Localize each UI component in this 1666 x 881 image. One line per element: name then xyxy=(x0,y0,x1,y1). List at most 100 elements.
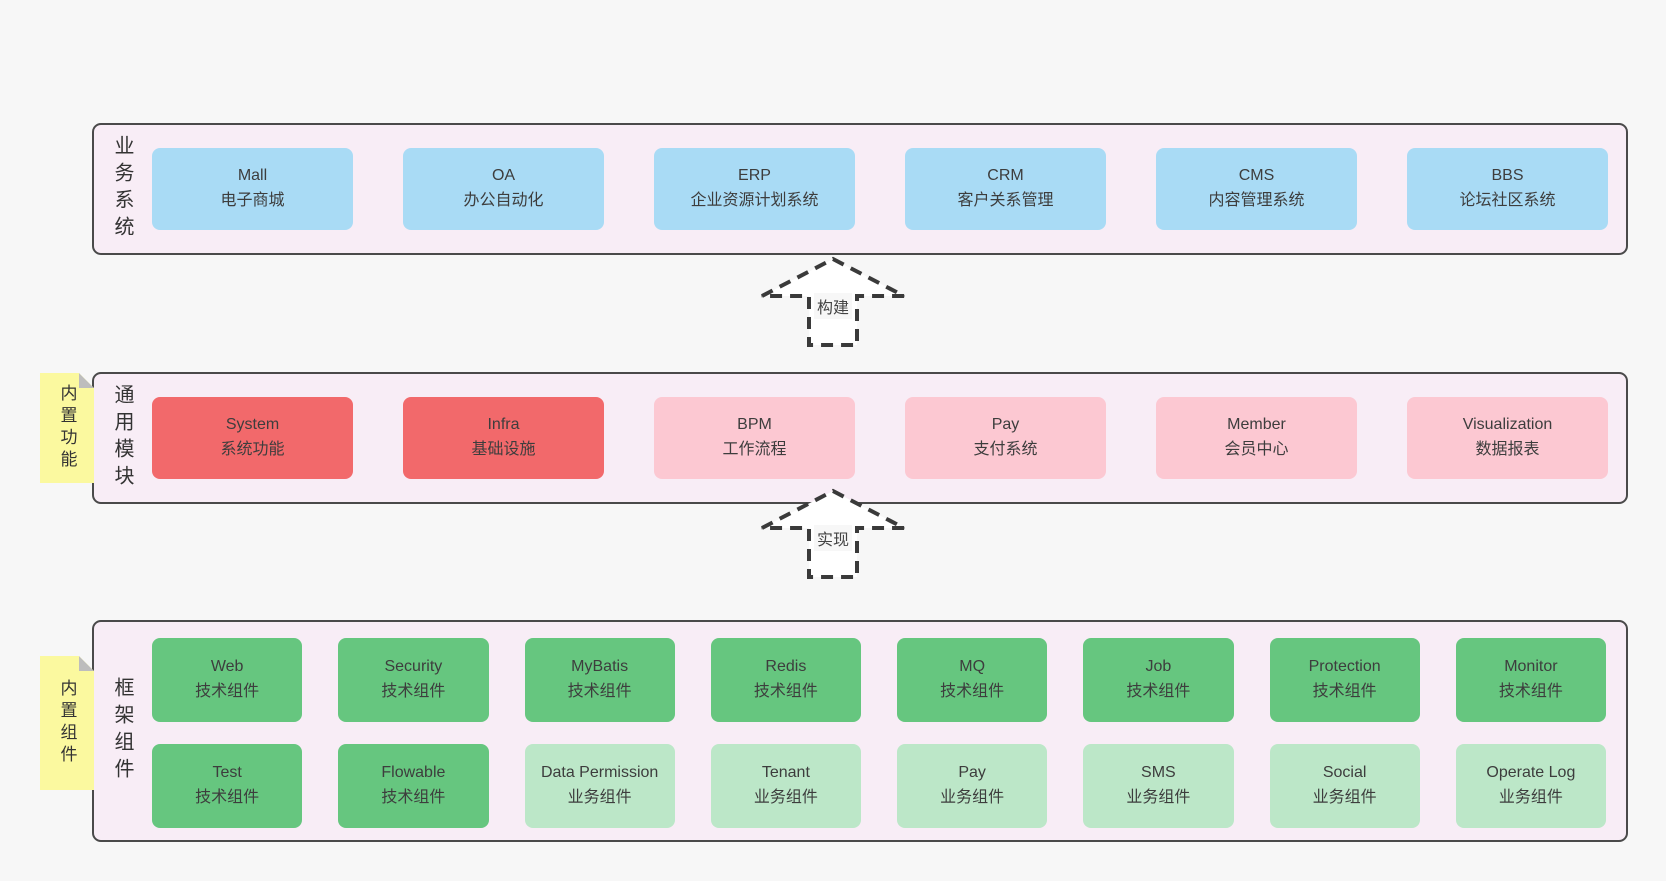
common-modules-label: 通用模块 xyxy=(111,384,133,492)
implement-arrow-row: 实现 xyxy=(0,488,1666,580)
common-modules-label-col: 通用模块 xyxy=(94,374,150,502)
business-systems-label-col: 业务系统 xyxy=(94,125,150,253)
box-subtitle: 业务组件 xyxy=(753,789,818,806)
box-job: Job 技术组件 xyxy=(1083,638,1234,722)
box-title: SMS xyxy=(1141,764,1176,782)
framework-components-grid: Web 技术组件 Security 技术组件 MyBatis 技术组件 Redi… xyxy=(150,622,1626,840)
box-title: BPM xyxy=(737,416,772,434)
box-title: Operate Log xyxy=(1486,764,1576,782)
implement-arrow-label: 实现 xyxy=(813,525,853,551)
box-subtitle: 技术组件 xyxy=(381,683,446,700)
box-test: Test 技术组件 xyxy=(152,744,303,828)
box-security: Security 技术组件 xyxy=(338,638,489,722)
box-subtitle: 业务组件 xyxy=(1312,789,1377,806)
box-mq: MQ 技术组件 xyxy=(897,638,1048,722)
box-subtitle: 技术组件 xyxy=(381,789,446,806)
box-title: ERP xyxy=(738,167,771,185)
box-subtitle: 工作流程 xyxy=(722,441,787,458)
box-pay-module: Pay 支付系统 xyxy=(905,397,1106,479)
box-monitor: Monitor 技术组件 xyxy=(1455,638,1606,722)
common-modules-boxes: System 系统功能 Infra 基础设施 BPM 工作流程 Pay 支付系统… xyxy=(150,374,1626,502)
box-title: System xyxy=(225,416,280,434)
box-subtitle: 客户关系管理 xyxy=(957,192,1054,209)
box-title: Redis xyxy=(765,658,807,676)
box-title: Pay xyxy=(991,416,1020,434)
box-data-permission: Data Permission 业务组件 xyxy=(524,744,675,828)
box-subtitle: 电子商城 xyxy=(220,192,285,209)
box-mybatis: MyBatis 技术组件 xyxy=(524,638,675,722)
box-subtitle: 支付系统 xyxy=(973,441,1038,458)
builtin-features-tab: 内置功能 xyxy=(40,373,94,483)
box-title: Security xyxy=(384,658,443,676)
box-subtitle: 数据报表 xyxy=(1475,441,1540,458)
box-erp: ERP 企业资源计划系统 xyxy=(654,148,855,230)
box-title: Job xyxy=(1145,658,1172,676)
builtin-components-tab: 内置组件 xyxy=(40,656,94,790)
box-subtitle: 系统功能 xyxy=(220,441,285,458)
box-crm: CRM 客户关系管理 xyxy=(905,148,1106,230)
common-modules-panel: 内置功能 通用模块 System 系统功能 Infra 基础设施 BPM 工作流… xyxy=(92,372,1628,504)
box-subtitle: 技术组件 xyxy=(753,683,818,700)
box-web: Web 技术组件 xyxy=(152,638,303,722)
box-sms: SMS 业务组件 xyxy=(1083,744,1234,828)
box-subtitle: 办公自动化 xyxy=(463,192,544,209)
box-subtitle: 技术组件 xyxy=(1312,683,1377,700)
box-title: MQ xyxy=(959,658,986,676)
box-title: Web xyxy=(210,658,244,676)
box-bpm: BPM 工作流程 xyxy=(654,397,855,479)
framework-components-panel: 内置组件 框架组件 Web 技术组件 Security 技术组件 MyBatis… xyxy=(92,620,1628,842)
box-subtitle: 技术组件 xyxy=(195,789,260,806)
box-member: Member 会员中心 xyxy=(1156,397,1357,479)
box-title: MyBatis xyxy=(571,658,629,676)
box-title: CRM xyxy=(987,167,1024,185)
box-subtitle: 企业资源计划系统 xyxy=(690,192,819,209)
implement-arrow: 实现 xyxy=(758,488,908,580)
box-title: Mall xyxy=(237,167,268,185)
box-subtitle: 技术组件 xyxy=(195,683,260,700)
business-systems-panel: 业务系统 Mall 电子商城 OA 办公自动化 ERP 企业资源计划系统 CRM… xyxy=(92,123,1628,255)
box-redis: Redis 技术组件 xyxy=(710,638,861,722)
builtin-components-tab-label: 内置组件 xyxy=(57,679,77,767)
business-systems-label: 业务系统 xyxy=(111,135,133,243)
build-arrow: 构建 xyxy=(758,256,908,348)
box-title: CMS xyxy=(1238,167,1275,185)
box-pay-component: Pay 业务组件 xyxy=(897,744,1048,828)
box-title: Pay xyxy=(958,764,986,782)
box-bbs: BBS 论坛社区系统 xyxy=(1407,148,1608,230)
business-systems-boxes: Mall 电子商城 OA 办公自动化 ERP 企业资源计划系统 CRM 客户关系… xyxy=(150,125,1626,253)
box-title: Member xyxy=(1227,416,1286,434)
build-arrow-label: 构建 xyxy=(813,293,853,319)
box-title: BBS xyxy=(1491,167,1524,185)
builtin-features-tab-label: 内置功能 xyxy=(57,384,77,472)
box-oa: OA 办公自动化 xyxy=(403,148,604,230)
box-subtitle: 技术组件 xyxy=(567,683,632,700)
box-subtitle: 基础设施 xyxy=(471,441,536,458)
box-title: Social xyxy=(1322,764,1367,782)
box-infra: Infra 基础设施 xyxy=(403,397,604,479)
box-title: Test xyxy=(212,764,242,782)
box-protection: Protection 技术组件 xyxy=(1269,638,1420,722)
framework-components-label: 框架组件 xyxy=(111,677,133,785)
box-subtitle: 技术组件 xyxy=(940,683,1005,700)
box-system: System 系统功能 xyxy=(152,397,353,479)
box-social: Social 业务组件 xyxy=(1269,744,1420,828)
box-title: Monitor xyxy=(1504,658,1558,676)
box-subtitle: 业务组件 xyxy=(1498,789,1563,806)
box-title: Visualization xyxy=(1462,416,1553,434)
box-operate-log: Operate Log 业务组件 xyxy=(1455,744,1606,828)
box-cms: CMS 内容管理系统 xyxy=(1156,148,1357,230)
box-title: Infra xyxy=(487,416,520,434)
box-title: Tenant xyxy=(761,764,810,782)
folded-corner-icon xyxy=(79,373,94,388)
framework-components-label-col: 框架组件 xyxy=(94,622,150,840)
folded-corner-icon xyxy=(79,656,94,671)
box-subtitle: 业务组件 xyxy=(1126,789,1191,806)
box-subtitle: 业务组件 xyxy=(567,789,632,806)
box-subtitle: 业务组件 xyxy=(940,789,1005,806)
box-title: Protection xyxy=(1308,658,1381,676)
box-subtitle: 技术组件 xyxy=(1126,683,1191,700)
box-visualization: Visualization 数据报表 xyxy=(1407,397,1608,479)
box-subtitle: 技术组件 xyxy=(1498,683,1563,700)
box-subtitle: 内容管理系统 xyxy=(1208,192,1305,209)
